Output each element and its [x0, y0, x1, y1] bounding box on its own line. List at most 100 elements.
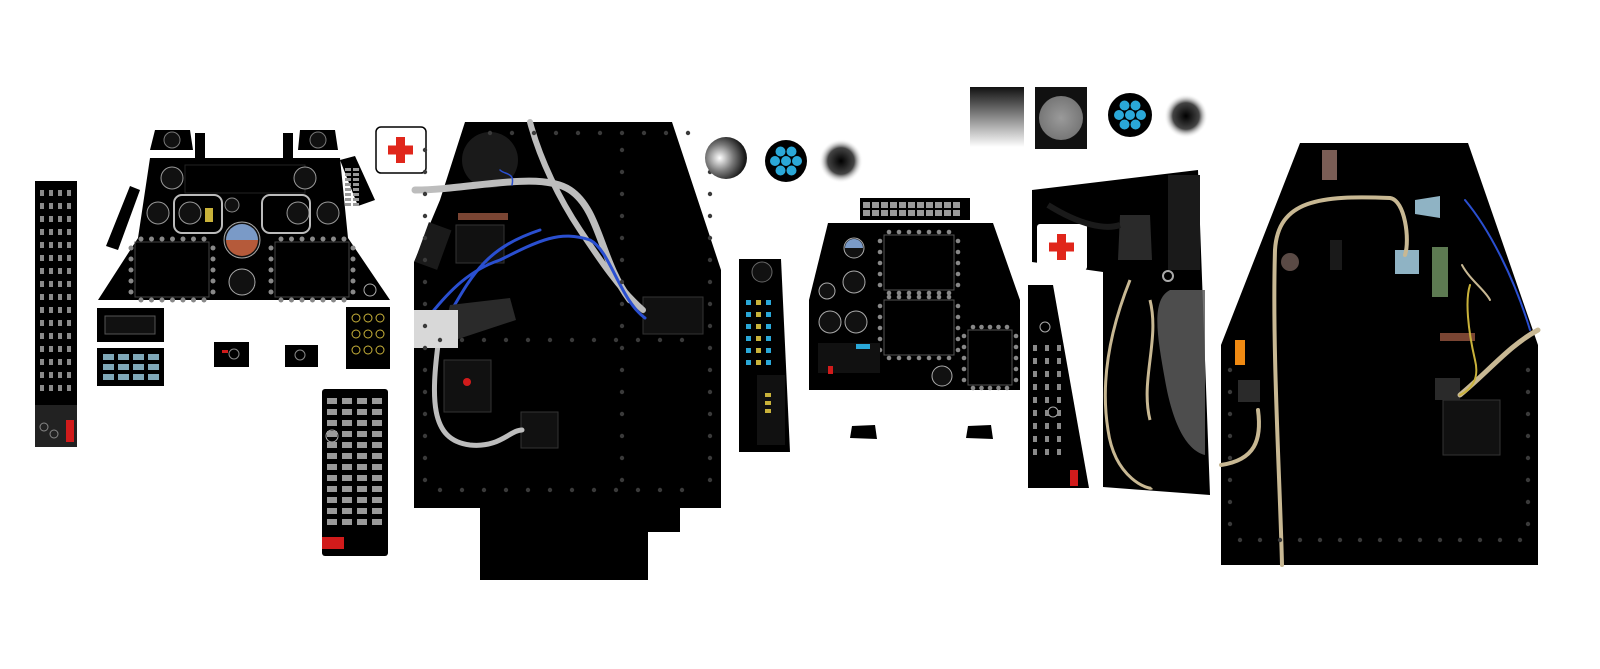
bezel-button[interactable]	[299, 236, 305, 242]
toggle-switch[interactable]	[49, 190, 53, 196]
toggle-switch[interactable]	[1033, 384, 1037, 390]
knob-icon[interactable]	[351, 313, 361, 323]
bezel-button[interactable]	[916, 355, 922, 361]
annunciator-light[interactable]	[935, 210, 942, 216]
bezel-button[interactable]	[350, 289, 356, 295]
keypad-key[interactable]	[357, 519, 367, 525]
bezel-button[interactable]	[961, 377, 967, 383]
toggle-switch[interactable]	[40, 203, 44, 209]
keypad-key[interactable]	[327, 519, 337, 525]
bezel-button[interactable]	[191, 236, 196, 242]
bezel-button[interactable]	[180, 297, 186, 303]
keypad-key[interactable]	[133, 374, 144, 380]
keypad-key[interactable]	[342, 497, 352, 503]
bezel-button[interactable]	[886, 229, 892, 235]
bezel-button[interactable]	[278, 236, 284, 242]
toggle-switch[interactable]	[1045, 345, 1049, 351]
bezel-button[interactable]	[201, 297, 207, 303]
keypad-key[interactable]	[327, 420, 337, 426]
bezel-button[interactable]	[936, 294, 942, 300]
keypad-key[interactable]	[148, 354, 159, 360]
toggle-switch[interactable]	[1033, 410, 1037, 416]
keypad-key[interactable]	[342, 453, 352, 459]
toggle-switch[interactable]	[40, 385, 44, 391]
bezel-button[interactable]	[268, 256, 274, 262]
toggle-switch[interactable]	[1033, 371, 1037, 377]
annunciator-light[interactable]	[345, 183, 351, 186]
mfd-bezel-buttons[interactable]	[128, 236, 356, 303]
keypad-key[interactable]	[372, 431, 382, 437]
keypad-key[interactable]	[357, 398, 367, 404]
bezel-button[interactable]	[946, 229, 952, 235]
knob-icon[interactable]	[363, 329, 373, 339]
toggle-switch[interactable]	[40, 242, 44, 248]
bezel-button[interactable]	[320, 297, 326, 303]
annunciator-light[interactable]	[345, 178, 351, 181]
bezel-button[interactable]	[896, 294, 902, 300]
keypad-buttons[interactable]	[103, 354, 159, 380]
toggle-switch[interactable]	[58, 359, 62, 365]
bezel-button[interactable]	[1013, 366, 1019, 372]
bezel-button[interactable]	[268, 278, 274, 284]
keypad-key[interactable]	[327, 497, 337, 503]
bezel-button[interactable]	[128, 289, 134, 295]
keypad-key[interactable]	[133, 364, 144, 370]
toggle-switch[interactable]	[49, 307, 53, 313]
annunciator-light[interactable]	[353, 193, 359, 196]
keypad-key[interactable]	[342, 431, 352, 437]
knob-icon[interactable]	[363, 313, 373, 323]
toggle-switch[interactable]	[49, 242, 53, 248]
bezel-button[interactable]	[1013, 355, 1019, 361]
keypad-key[interactable]	[342, 420, 352, 426]
keypad-key[interactable]	[103, 364, 114, 370]
bezel-button[interactable]	[936, 229, 942, 235]
bezel-button[interactable]	[955, 325, 961, 331]
toggle-switch[interactable]	[58, 372, 62, 378]
annunciator-light[interactable]	[353, 203, 359, 206]
bezel-button[interactable]	[877, 336, 883, 342]
toggle-switch[interactable]	[1045, 436, 1049, 442]
annunciator-light[interactable]	[353, 183, 359, 186]
bezel-button[interactable]	[996, 324, 1001, 330]
bezel-button[interactable]	[268, 267, 274, 273]
annunciator-light[interactable]	[353, 168, 359, 171]
bezel-button[interactable]	[1013, 377, 1019, 383]
knob-icon[interactable]	[49, 429, 59, 439]
bezel-button[interactable]	[159, 236, 165, 242]
bezel-button[interactable]	[877, 260, 883, 266]
keypad-key[interactable]	[372, 475, 382, 481]
toggle-switch[interactable]	[67, 203, 71, 209]
toggle-switch[interactable]	[67, 372, 71, 378]
annunciator-light[interactable]	[345, 188, 351, 191]
toggle-switch[interactable]	[1033, 423, 1037, 429]
bezel-button[interactable]	[1004, 324, 1010, 330]
knob-icon[interactable]	[375, 345, 385, 355]
bezel-button[interactable]	[289, 236, 294, 242]
annunciator-light[interactable]	[908, 210, 915, 216]
toggle-switch[interactable]	[58, 190, 62, 196]
toggle-switch[interactable]	[40, 346, 44, 352]
toggle-switch[interactable]	[40, 320, 44, 326]
annunciator-light[interactable]	[881, 202, 888, 208]
keypad-key[interactable]	[357, 431, 367, 437]
annunciator-light[interactable]	[917, 210, 924, 216]
toggle-switch[interactable]	[58, 268, 62, 274]
bezel-button[interactable]	[1013, 344, 1019, 350]
toggle-switch[interactable]	[58, 294, 62, 300]
keypad-key[interactable]	[372, 519, 382, 525]
keypad-key[interactable]	[357, 420, 367, 426]
bezel-button[interactable]	[946, 294, 952, 300]
bezel-button[interactable]	[987, 324, 993, 330]
toggle-switch[interactable]	[1045, 423, 1049, 429]
toggle-switch[interactable]	[1057, 410, 1061, 416]
toggle-switch[interactable]	[1033, 449, 1037, 455]
bezel-button[interactable]	[268, 245, 274, 251]
annunciator-light[interactable]	[917, 202, 924, 208]
bezel-button[interactable]	[955, 336, 961, 342]
toggle-switch[interactable]	[49, 333, 53, 339]
keypad-key[interactable]	[372, 486, 382, 492]
toggle-switch[interactable]	[1057, 397, 1061, 403]
annunciator-light[interactable]	[353, 173, 359, 176]
bezel-button[interactable]	[961, 366, 967, 372]
bezel-button[interactable]	[1004, 385, 1010, 391]
